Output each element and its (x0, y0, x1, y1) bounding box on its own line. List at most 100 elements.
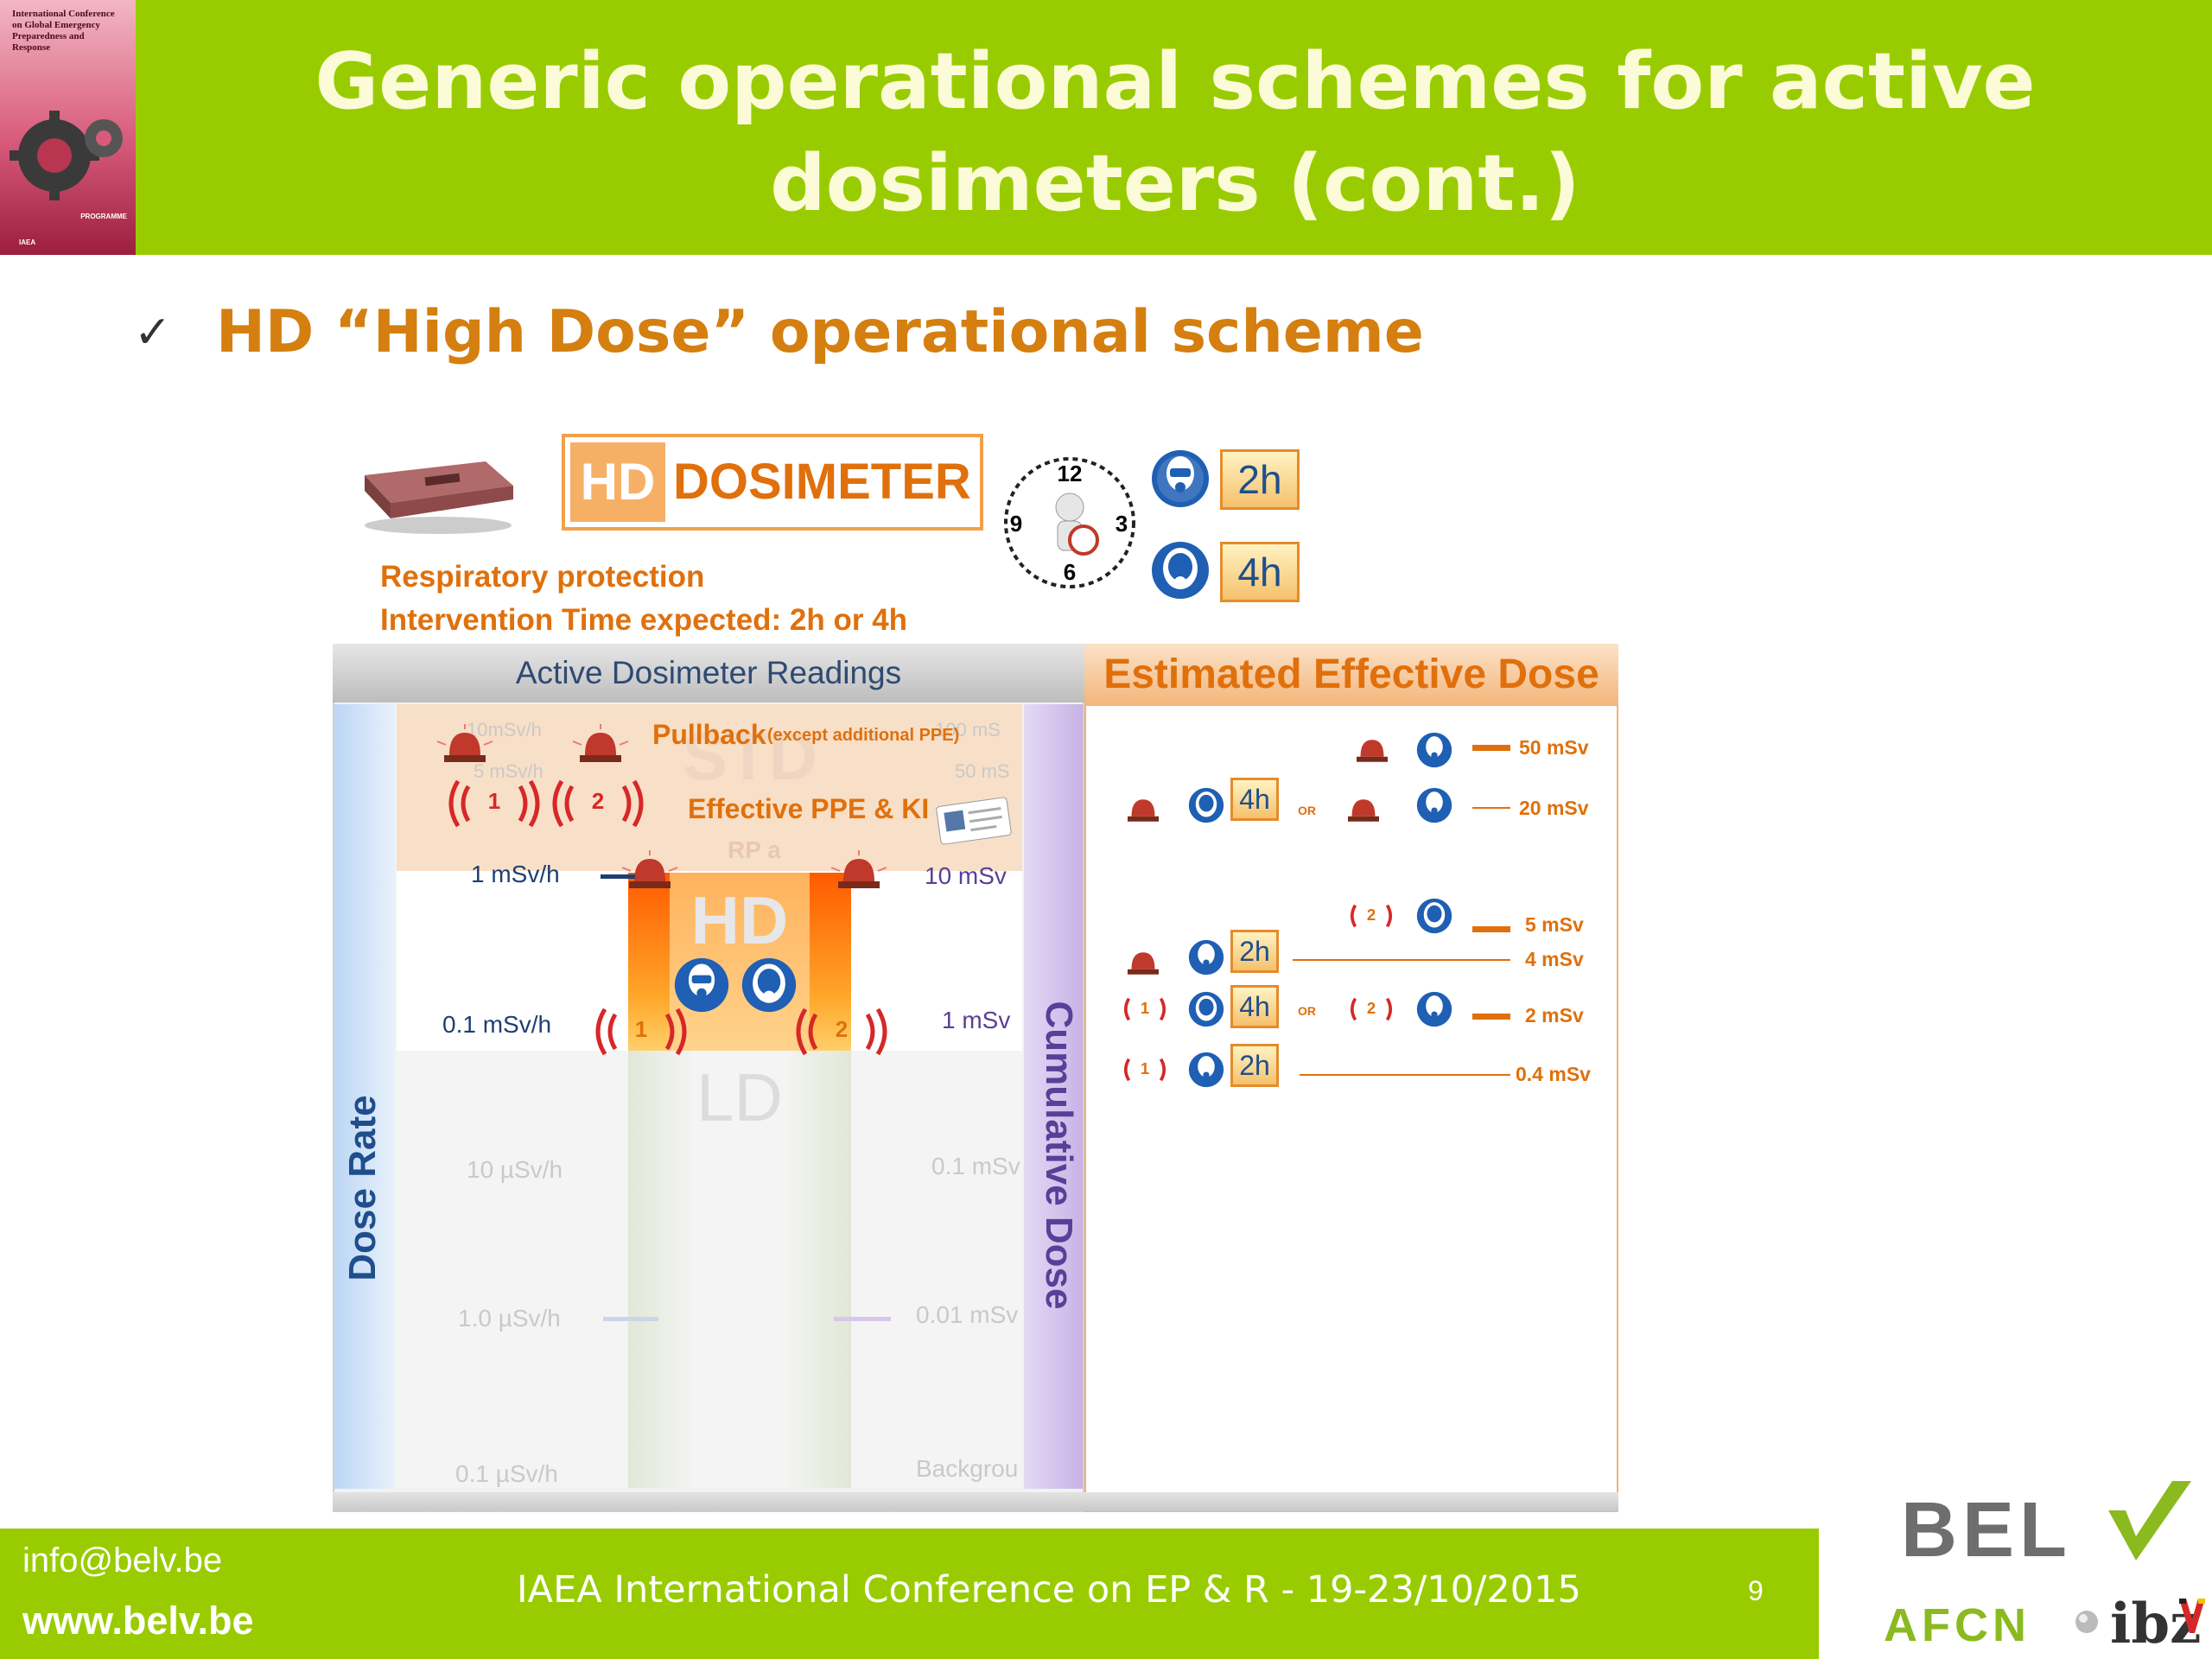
ibz-flag-icon (2179, 1599, 2205, 1633)
box-4h: 4h (1230, 985, 1279, 1028)
time-2h-badge: 2h (1220, 449, 1300, 510)
cover-title: International Conference on Global Emerg… (12, 9, 115, 53)
dose-5-dash (1472, 926, 1510, 932)
alarm-2-number: 2 (592, 788, 604, 814)
footer-website[interactable]: www.belv.be (22, 1599, 254, 1643)
pullback-zone (397, 704, 1022, 871)
alarm-2-number: 2 (836, 1016, 848, 1042)
alarm-2-icon: 2 (1350, 997, 1393, 1021)
svg-text:3: 3 (1116, 511, 1128, 537)
mask-icon (1188, 1052, 1224, 1088)
faded-cum-100: 100 mS (935, 719, 1001, 741)
full-face-mask-icon (1152, 542, 1209, 599)
dose-rate-axis-bar (334, 704, 395, 1489)
id-card-icon (936, 797, 1012, 845)
alarm-1-icon: 1 (448, 779, 540, 828)
siren-icon (830, 850, 887, 888)
rp-zone-label: RP a (728, 836, 781, 863)
full-face-mask-icon (1416, 898, 1452, 934)
respiratory-protection-text: Respiratory protection (380, 560, 705, 594)
rate-1u-tick (603, 1317, 658, 1321)
box-2h: 2h (1230, 930, 1279, 973)
svg-text:12: 12 (1058, 461, 1083, 486)
panel-bottom-bar (333, 1492, 1618, 1511)
rate-01-usvh: 0.1 µSv/h (455, 1460, 558, 1487)
box-4h: 4h (1230, 778, 1279, 821)
hd-dosimeter-banner: HD DOSIMETER (562, 434, 983, 531)
hd-zone-label: HD (690, 882, 789, 958)
mask-icon (1416, 732, 1452, 768)
faded-rate-10: 10mSv/h (467, 719, 542, 741)
page-title: Generic operational schemes for active d… (138, 31, 2212, 235)
or-label: OR (1298, 804, 1316, 817)
full-face-mask-icon (1188, 787, 1224, 823)
rate-10-usvh: 10 µSv/h (467, 1156, 563, 1183)
cum-10-msv: 10 mSv (925, 862, 1007, 889)
svg-text:6: 6 (1064, 559, 1076, 585)
mask-icon (1188, 939, 1224, 976)
dose-20-line (1472, 807, 1510, 809)
mask-icon (1416, 991, 1452, 1027)
std-zone-label: STD (683, 718, 817, 794)
siren-icon (572, 724, 629, 762)
faded-cum-50: 50 mS (955, 760, 1010, 782)
alarm-1-number: 1 (488, 788, 500, 814)
rate-1-tick (601, 874, 635, 879)
dosimeter-device-icon (365, 461, 513, 534)
ld-zone-label: LD (696, 1059, 783, 1135)
dose-04-line (1300, 1074, 1510, 1076)
alarm-1-icon: 1 (1123, 997, 1166, 1021)
section-subtitle: HD “High Dose” operational scheme (216, 298, 1424, 366)
cumulative-dose-axis-bar (1024, 704, 1083, 1489)
page-number: 9 (1748, 1575, 1764, 1606)
cover-programme: PROGRAMME (80, 213, 127, 220)
dose-20-msv: 20 mSv (1519, 797, 1589, 819)
dose-4-msv: 4 mSv (1525, 948, 1584, 970)
box-2h: 2h (1230, 1044, 1279, 1087)
pullback-note: (except additional PPE) (767, 726, 960, 745)
rate-01-msvh: 0.1 mSv/h (442, 1011, 552, 1038)
mask-icon (674, 957, 729, 1013)
alarm-2-icon: 2 (552, 779, 644, 828)
afcn-globe-icon (2075, 1611, 2098, 1633)
active-dosimeter-header: Active Dosimeter Readings (333, 644, 1084, 702)
footer-email[interactable]: info@belv.be (22, 1541, 223, 1580)
ld-column (628, 1051, 851, 1488)
dose-2-dash (1472, 1014, 1510, 1020)
faded-rate-5: 5 mSv/h (474, 760, 543, 782)
gear-icon (10, 111, 123, 200)
dose-50-msv: 50 mSv (1519, 736, 1589, 759)
mask-icon (1416, 787, 1452, 823)
dose-2-msv: 2 mSv (1525, 1004, 1584, 1027)
belv-logo: BEL (1901, 1487, 2072, 1573)
dose-5-msv: 5 mSv (1525, 913, 1584, 936)
svg-text:9: 9 (1010, 511, 1022, 537)
face-mask-icon (1152, 450, 1209, 507)
siren-icon (1128, 952, 1159, 975)
programme-cover-image: International Conference on Global Emerg… (0, 0, 136, 255)
intervention-time-text: Intervention Time expected: 2h or 4h (380, 603, 908, 637)
siren-icon (621, 850, 678, 888)
cover-org: IAEA (19, 238, 36, 246)
estimated-dose-header: Estimated Effective Dose (1084, 644, 1618, 706)
cum-001-tick (834, 1317, 891, 1321)
cum-001-msv: 0.01 mSv (916, 1301, 1019, 1328)
cum-1-msv: 1 mSv (942, 1007, 1011, 1033)
full-face-mask-icon (741, 957, 797, 1013)
dose-04-msv: 0.4 mSv (1516, 1063, 1591, 1085)
alarm-2-number: 2 (1367, 906, 1376, 924)
alarm-1-number: 1 (1141, 1059, 1149, 1077)
alarm-1-icon: 1 (595, 1007, 687, 1056)
siren-icon (1128, 799, 1159, 822)
alarm-1-number: 1 (1141, 999, 1149, 1017)
hd-tag: HD (570, 442, 665, 522)
dosimeter-label: DOSIMETER (673, 454, 971, 510)
siren-icon (436, 724, 493, 762)
alarm-2-icon: 2 (796, 1007, 887, 1056)
afcn-logo: AFCN (1884, 1599, 2031, 1651)
title-line-1: Generic operational schemes for active (315, 36, 2036, 127)
alarm-1-number: 1 (635, 1016, 647, 1042)
full-face-mask-icon (1188, 991, 1224, 1027)
title-line-2: dosimeters (cont.) (770, 138, 1580, 229)
alarm-2-icon: 2 (1350, 904, 1393, 928)
